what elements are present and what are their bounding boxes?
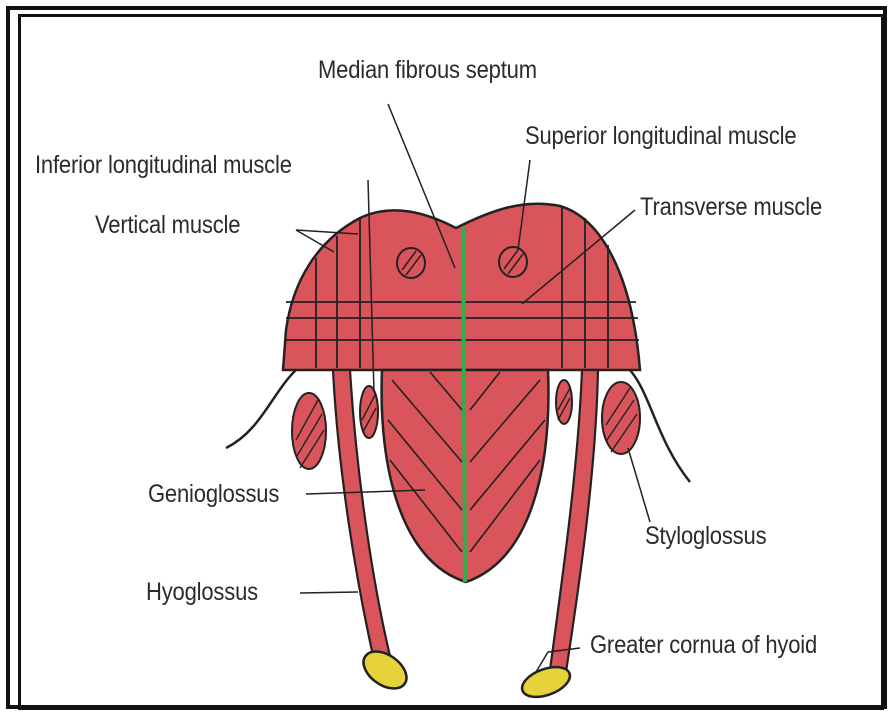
label-hyoglossus: Hyoglossus bbox=[146, 578, 258, 607]
label-median-fibrous-septum: Median fibrous septum bbox=[318, 56, 537, 85]
leader-styloglossus bbox=[628, 448, 650, 522]
leader-hyoglossus bbox=[300, 592, 358, 593]
label-styloglossus: Styloglossus bbox=[645, 522, 766, 551]
label-vertical-muscle: Vertical muscle bbox=[95, 211, 240, 240]
label-genioglossus: Genioglossus bbox=[148, 480, 279, 509]
label-inferior-longitudinal-muscle: Inferior longitudinal muscle bbox=[35, 151, 292, 180]
label-superior-longitudinal-muscle: Superior longitudinal muscle bbox=[525, 122, 796, 151]
left-mucosa-outline bbox=[226, 368, 298, 448]
label-greater-cornua-of-hyoid: Greater cornua of hyoid bbox=[590, 631, 817, 660]
median-septum-line bbox=[463, 228, 465, 582]
label-transverse-muscle: Transverse muscle bbox=[640, 193, 822, 222]
